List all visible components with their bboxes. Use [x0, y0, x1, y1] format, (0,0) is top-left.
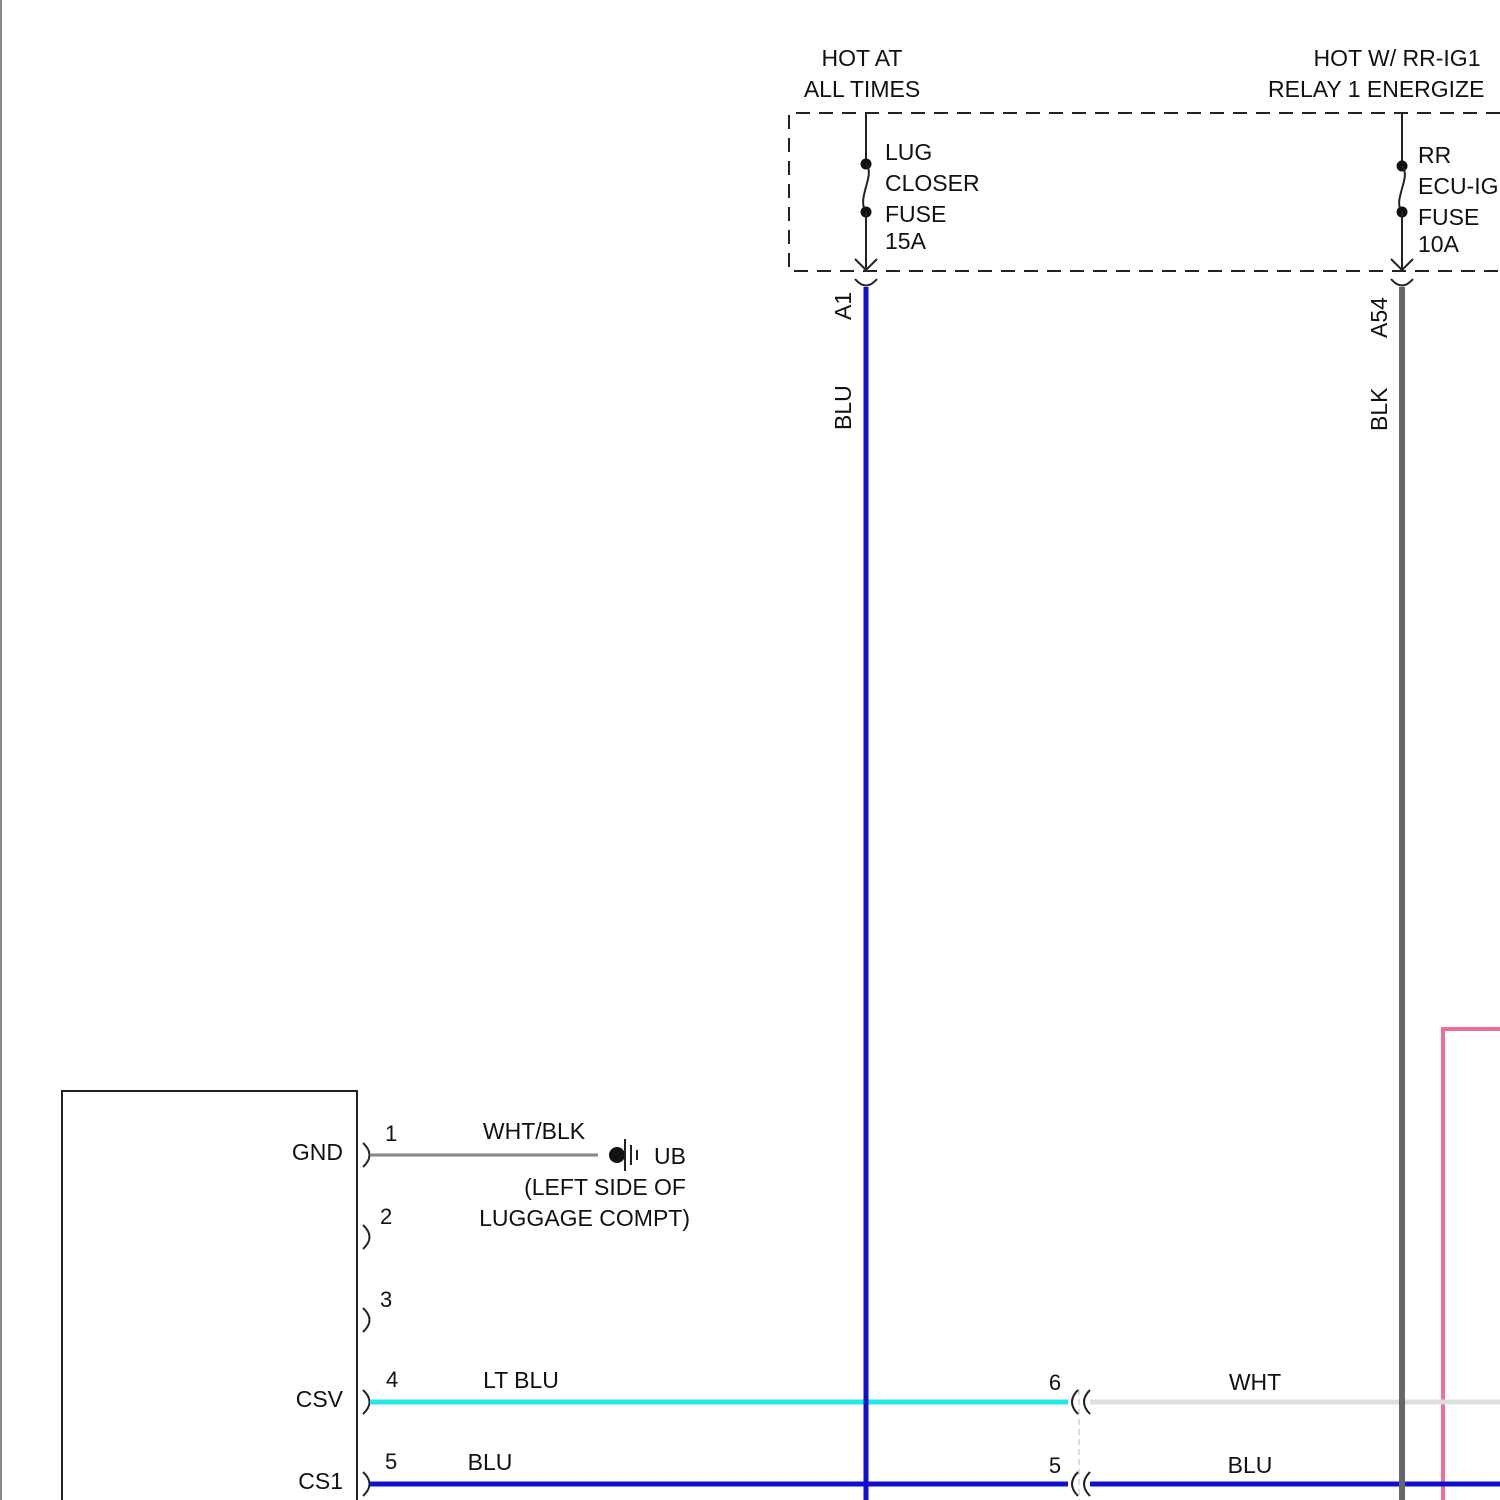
- ground-icon: [609, 1139, 637, 1171]
- supply-left-line2: ALL TIMES: [804, 76, 920, 102]
- connector-a54-label: A54: [1366, 297, 1392, 338]
- splice-bracket: [1084, 1390, 1090, 1414]
- splice-pin-5: 5: [1049, 1453, 1061, 1478]
- fuse-right-line2: ECU-IG: [1418, 173, 1499, 199]
- pin-bracket: [363, 1390, 370, 1414]
- splice-pin-6: 6: [1049, 1370, 1061, 1395]
- splice-bracket: [1072, 1472, 1078, 1496]
- pin-name-gnd: GND: [292, 1139, 343, 1165]
- connector-cup: [855, 279, 877, 286]
- wire-wht-label: WHT: [1229, 1369, 1281, 1395]
- pin-number-5: 5: [385, 1449, 397, 1474]
- fuse-lug-closer: [855, 113, 877, 286]
- connector-cup: [1391, 279, 1413, 286]
- pin-number-1: 1: [385, 1121, 397, 1146]
- pin-name-cs1: CS1: [298, 1468, 343, 1494]
- pin-bracket: [363, 1225, 370, 1249]
- ground-location-line2: LUGGAGE COMPT): [479, 1205, 690, 1231]
- wire-pink: [1443, 1029, 1500, 1500]
- fuse-symbol: [863, 164, 869, 212]
- ground-location-line1: (LEFT SIDE OF: [524, 1174, 686, 1200]
- supply-right-line1: HOT W/ RR-IG1: [1314, 45, 1481, 71]
- pin-bracket: [363, 1472, 370, 1496]
- supply-left-line1: HOT AT: [822, 45, 903, 71]
- wire-left-color-label: BLU: [830, 385, 856, 430]
- fuse-right-line1: RR: [1418, 142, 1451, 168]
- fuse-left-line4: 15A: [885, 228, 927, 254]
- wire-right-color-label: BLK: [1366, 387, 1392, 431]
- splice-bracket: [1084, 1472, 1090, 1496]
- pin-bracket: [363, 1308, 370, 1332]
- fuse-symbol: [1399, 166, 1405, 212]
- fuse-right-line3: FUSE: [1418, 204, 1479, 230]
- pin-number-4: 4: [386, 1367, 398, 1392]
- wire-lt-blu-label: LT BLU: [483, 1367, 559, 1393]
- pin-name-csv: CSV: [296, 1386, 344, 1412]
- pin-number-2: 2: [380, 1204, 392, 1229]
- fuse-left-line2: CLOSER: [885, 170, 980, 196]
- connector-a1-label: A1: [830, 292, 856, 320]
- ground-code: UB: [654, 1143, 686, 1169]
- fuse-left-line1: LUG: [885, 139, 932, 165]
- wire-blu-right-label: BLU: [1228, 1452, 1273, 1478]
- wire-wht-blk-label: WHT/BLK: [483, 1118, 586, 1144]
- splice-bracket: [1072, 1390, 1078, 1414]
- supply-right-line2: RELAY 1 ENERGIZE: [1268, 76, 1484, 102]
- fuse-right-line4: 10A: [1418, 231, 1460, 257]
- pin-bracket: [363, 1143, 370, 1167]
- fuse-left-line3: FUSE: [885, 201, 946, 227]
- wire-blu-cs1-label: BLU: [468, 1449, 513, 1475]
- pin-number-3: 3: [380, 1287, 392, 1312]
- fuse-rr-ecu-ig: [1391, 113, 1413, 286]
